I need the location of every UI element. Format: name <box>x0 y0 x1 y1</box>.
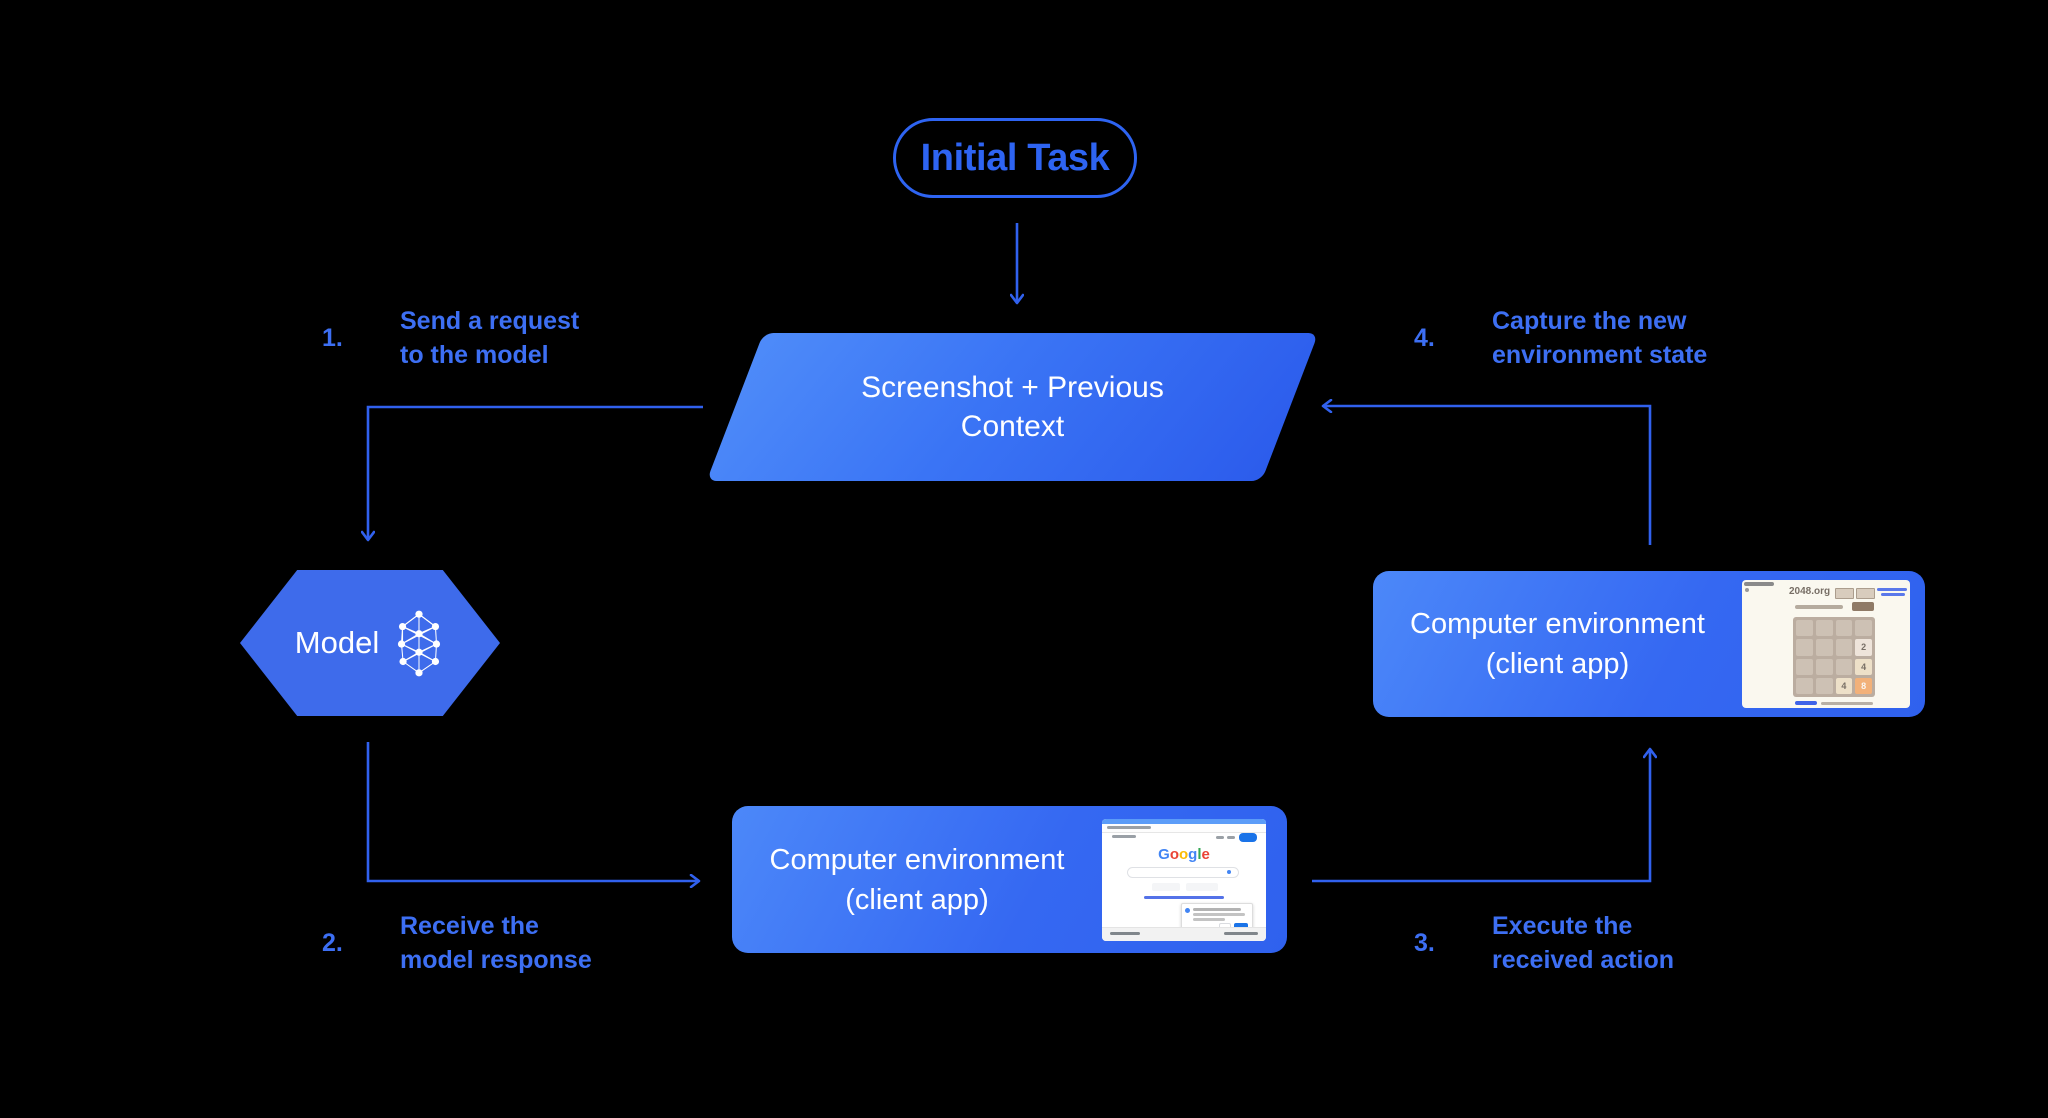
step-number: 2. <box>322 929 343 957</box>
arrow-environment-to-environment <box>1312 749 1650 883</box>
site-title-2048: 2048.org <box>1789 586 1831 597</box>
env-right-line2: (client app) <box>1485 648 1630 680</box>
browser-tab-bar <box>1744 582 1774 586</box>
blurred-link-text <box>1881 593 1905 596</box>
dialog-primary-button <box>1234 922 1248 929</box>
browser-toolbar <box>1102 823 1266 833</box>
step-text-line1: Send a request <box>400 307 580 335</box>
step-label-3: 3. Execute the received action <box>1414 909 1674 977</box>
feeling-lucky-button <box>1186 882 1218 891</box>
step-text-line1: Receive the <box>400 912 539 940</box>
blurred-dialog-text <box>1193 907 1241 911</box>
tile-2: 2 <box>1855 639 1872 656</box>
step-number: 3. <box>1414 929 1435 957</box>
model-node: Model <box>240 570 500 716</box>
sign-in-button <box>1239 832 1257 842</box>
mini-google-screenshot: Google <box>1102 818 1266 941</box>
initial-task-node: Initial Task <box>893 118 1137 198</box>
tile-4: 4 <box>1835 677 1853 694</box>
step-text-line2: environment state <box>1492 341 1708 369</box>
screenshot-context-line2: Context <box>960 410 1065 443</box>
new-game-button <box>1852 602 1874 611</box>
blurred-footer-links-right <box>1224 931 1258 935</box>
blurred-nav-text <box>1112 834 1136 838</box>
images-link <box>1227 835 1235 839</box>
step-text-line1: Capture the new <box>1492 307 1687 335</box>
blurred-dialog-text <box>1193 912 1245 916</box>
score-box <box>1835 588 1854 599</box>
google-g-icon <box>1185 907 1190 913</box>
step-label-1: 1. Send a request to the model <box>322 304 579 372</box>
google-search-button <box>1152 882 1180 891</box>
env-bottom-line1: Computer environment <box>769 843 1065 876</box>
step-label-2: 2. Receive the model response <box>322 909 592 977</box>
blurred-footer-links-left <box>1110 931 1140 935</box>
best-score-box <box>1856 588 1875 599</box>
blurred-subtitle-text <box>1795 605 1843 609</box>
screenshot-context-node: Screenshot + Previous Context <box>706 333 1319 481</box>
env-bottom-line2: (client app) <box>845 883 989 916</box>
browser-favicon <box>1745 588 1749 592</box>
gmail-link <box>1216 835 1224 839</box>
step-text-line2: to the model <box>400 341 549 369</box>
environment-node-bottom: Computer environment (client app) Google <box>732 806 1287 953</box>
blurred-dialog-text <box>1193 917 1225 921</box>
blurred-link-text <box>1877 588 1907 591</box>
tile-4: 4 <box>1855 658 1872 675</box>
browser-tab-title <box>1107 825 1151 829</box>
screenshot-context-line1: Screenshot + Previous <box>861 371 1164 404</box>
blurred-footer-text <box>1821 702 1873 705</box>
model-label: Model <box>294 625 380 660</box>
environment-node-right: Computer environment (client app) 2048.o… <box>1373 571 1925 717</box>
step-text-line2: model response <box>400 946 592 974</box>
step-label-4: 4. Capture the new environment state <box>1414 304 1707 372</box>
initial-task-label: Initial Task <box>920 136 1110 179</box>
search-input <box>1127 866 1239 878</box>
blurred-footer-link <box>1795 701 1817 705</box>
step-text-line1: Execute the <box>1492 912 1633 940</box>
mini-2048-screenshot: 2048.org 2 4 4 8 <box>1742 580 1910 708</box>
step-number: 4. <box>1414 324 1435 352</box>
arrow-screenshot-to-model <box>368 405 703 540</box>
google-logo: Google <box>1158 845 1210 863</box>
arrow-environment-to-screenshot <box>1323 406 1652 545</box>
mic-icon <box>1227 869 1231 874</box>
arrow-model-to-environment <box>366 742 699 881</box>
step-text-line2: received action <box>1492 946 1675 974</box>
blurred-language-links <box>1144 895 1224 899</box>
env-right-line1: Computer environment <box>1410 608 1705 640</box>
page-footer <box>1102 926 1266 941</box>
browser-top-strip <box>1102 818 1266 824</box>
game-grid-2048: 2 4 4 8 <box>1793 617 1875 697</box>
tile-8: 8 <box>1855 677 1872 694</box>
neural-network-icon <box>398 610 441 677</box>
step-number: 1. <box>322 324 343 352</box>
